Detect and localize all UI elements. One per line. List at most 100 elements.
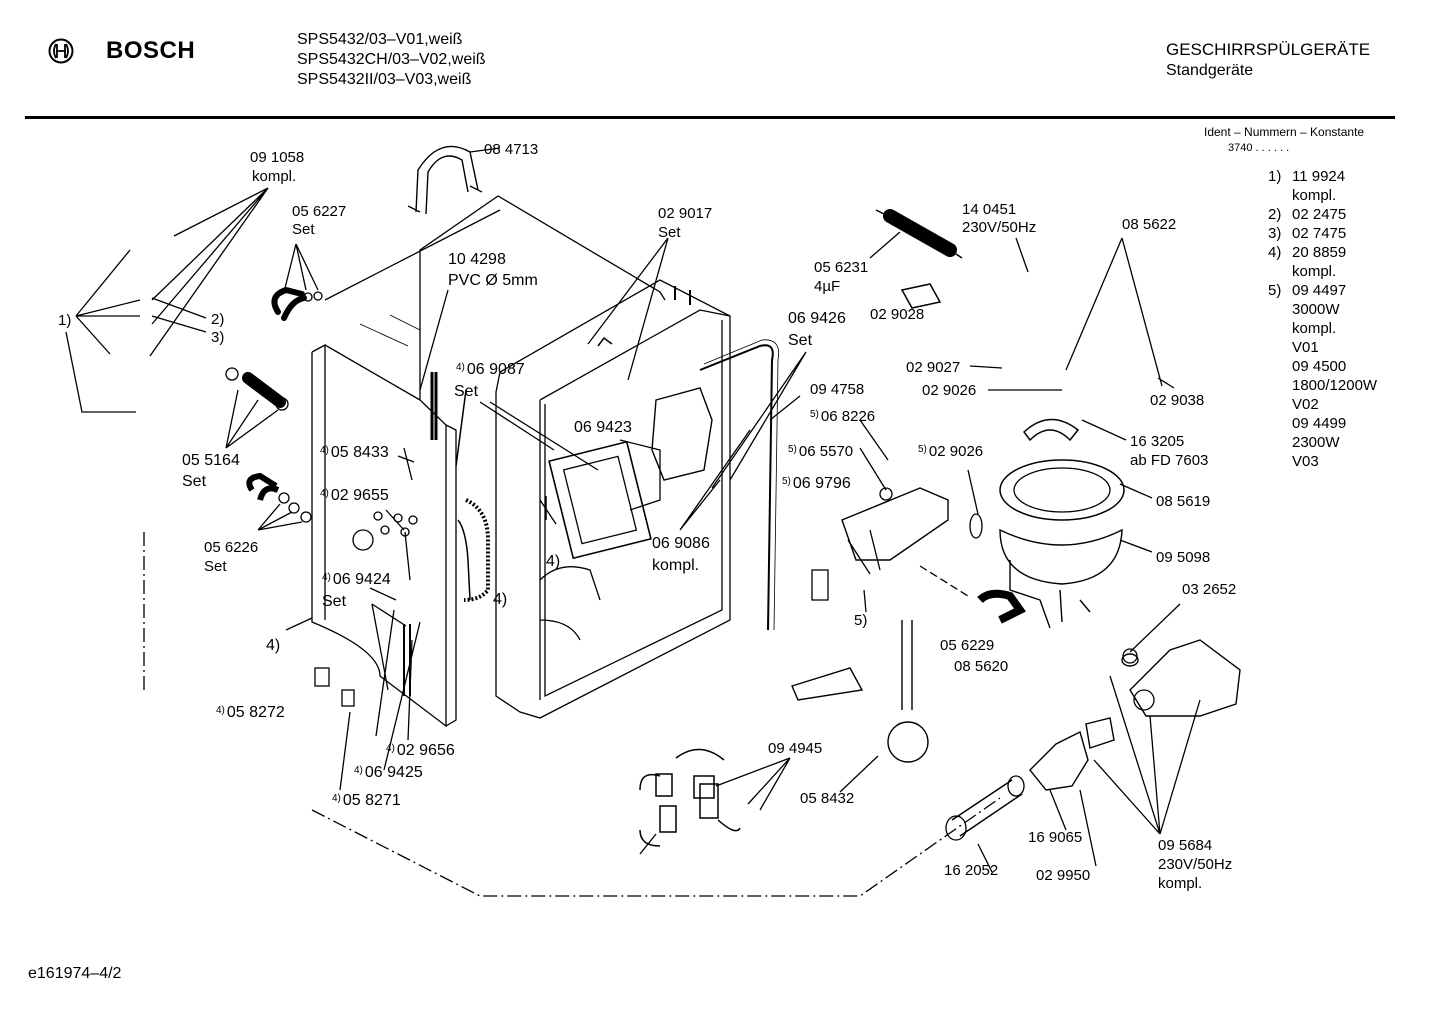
hose-056227-icon [271, 286, 307, 321]
subcategory: Standgeräte [1166, 62, 1254, 79]
legend-row: 4)20 8859 [1268, 243, 1377, 262]
callout-085619: 08 5619 [1156, 492, 1210, 511]
callout-069424-text: 06 9424 [332, 571, 391, 588]
callout-056229-text: 05 6229 [940, 637, 995, 654]
adapter-169065-icon [1029, 730, 1089, 791]
legend-value: 09 4499 [1292, 415, 1347, 432]
callout-056231-text: 05 6231 [814, 259, 869, 276]
callout-104298: 10 4298 [448, 250, 506, 269]
callout-029027: 02 9027 [906, 358, 960, 377]
callout-056226-text: 05 6226 [204, 539, 259, 556]
legend-value: 11 9924 [1292, 168, 1346, 185]
callout-ref4-b: 4) [493, 590, 507, 609]
callout-029656-text: 02 9656 [396, 742, 455, 759]
callout-029026-b-sup: 5) [918, 444, 927, 455]
dispenser-069423-icon [548, 440, 652, 560]
legend-key: 5) [1268, 282, 1282, 299]
callout-ref4-a: 4) [546, 552, 560, 571]
legend-row: 3)02 7475 [1268, 224, 1377, 243]
callout-069425: 4)06 9425 [354, 763, 423, 782]
callout-069087-text: 06 9087 [466, 361, 525, 378]
callout-094758-text: 09 4758 [810, 381, 865, 398]
callout-162052-text: 16 2052 [944, 862, 999, 879]
callout-069426-set-text: Set [788, 332, 813, 349]
callout-069423-text: 06 9423 [574, 419, 632, 436]
legend-key: 2) [1268, 206, 1282, 223]
pressure-switch-icon [887, 721, 929, 763]
callout-069087: 4)06 9087 [456, 360, 525, 379]
callout-091058-kompl-text: kompl. [252, 168, 297, 185]
callout-095684-kompl: kompl. [1158, 874, 1202, 893]
legend-value: kompl. [1292, 187, 1337, 204]
callout-058433-sup: 4) [320, 445, 329, 456]
callout-ref2-text: 2) [211, 311, 225, 328]
callout-069424: 4)06 9424 [322, 570, 391, 589]
gasket-029950-icon [1085, 717, 1115, 749]
document-id: e161974–4/2 [28, 965, 122, 982]
category: GESCHIRRSPÜLGERÄTE [1166, 40, 1371, 59]
callout-058432: 05 8432 [800, 789, 854, 808]
callout-058271-sup: 4) [332, 793, 341, 804]
callout-069424-set-text: Set [322, 593, 347, 610]
callout-069796-sup: 5) [782, 476, 791, 487]
callout-056227-set: Set [292, 220, 315, 239]
ident-value: 3740 . . . . . . [1228, 142, 1290, 154]
callout-055164-text: 05 5164 [182, 452, 240, 469]
callout-140451-text: 14 0451 [962, 201, 1017, 218]
legend-row: 1) 11 9924 [1268, 167, 1377, 186]
callout-029038: 02 9038 [1150, 391, 1204, 410]
legend-row: 09 4499 [1268, 414, 1377, 433]
legend-row: 2)02 2475 [1268, 205, 1377, 224]
legend-row: 5)09 4497 [1268, 281, 1377, 300]
hose-056226-icon [246, 472, 280, 501]
callout-056231-uf: 4µF [814, 277, 840, 296]
callout-095684-v-text: 230V/50Hz [1158, 856, 1233, 873]
legend-row: 3000W [1268, 300, 1377, 319]
callout-162052: 16 2052 [944, 861, 998, 880]
callout-032652-text: 03 2652 [1182, 581, 1237, 598]
model-line-1: SPS5432/03–V01,weiß [297, 31, 463, 48]
callout-085622: 08 5622 [1122, 215, 1176, 234]
callout-140451-v: 230V/50Hz [962, 218, 1036, 237]
callout-094945-text: 09 4945 [768, 740, 823, 757]
callout-091058-text: 09 1058 [250, 149, 305, 166]
callout-163205-fd: ab FD 7603 [1130, 451, 1208, 470]
legend-key: 1) [1268, 168, 1282, 185]
callout-069426-set: Set [788, 331, 812, 350]
callout-029656-sup: 4) [386, 743, 395, 754]
callout-029655-text: 02 9655 [330, 487, 389, 504]
callout-094945: 09 4945 [768, 739, 822, 758]
callout-029017-set: Set [658, 223, 681, 242]
callout-029028-text: 02 9028 [870, 306, 925, 323]
callout-065570-sup: 5) [788, 444, 797, 455]
callout-ref1-text: 1) [58, 312, 72, 329]
callout-084713: 08 4713 [484, 140, 538, 159]
callout-085620: 08 5620 [954, 657, 1008, 676]
callout-069087-set: Set [454, 382, 478, 401]
callout-032652: 03 2652 [1182, 580, 1236, 599]
callout-163205-text: 16 3205 [1130, 433, 1185, 450]
legend-row: 2300W [1268, 433, 1377, 452]
model-line-3: SPS5432II/03–V03,weiß [297, 71, 472, 88]
callout-ref5-text: 5) [854, 612, 868, 629]
callout-ref4-a-text: 4) [546, 553, 561, 570]
legend-row: kompl. [1268, 319, 1377, 338]
callout-029017-text: 02 9017 [658, 205, 713, 222]
callout-058433: 4)05 8433 [320, 443, 389, 462]
callout-094758: 09 4758 [810, 380, 864, 399]
callout-058271-text: 05 8271 [342, 792, 401, 809]
callout-069087-sup: 4) [456, 362, 465, 373]
callout-056227-set-text: Set [292, 221, 315, 238]
brand-name: BOSCH [106, 37, 196, 64]
callout-029038-text: 02 9038 [1150, 392, 1205, 409]
callout-095684: 09 5684 [1158, 836, 1212, 855]
callout-029950: 02 9950 [1036, 866, 1090, 885]
callout-029027-text: 02 9027 [906, 359, 961, 376]
callout-069424-sup: 4) [322, 572, 331, 583]
legend-value: 02 7475 [1292, 225, 1347, 242]
callout-ref3: 3) [211, 328, 224, 347]
callout-ref4-c: 4) [266, 636, 280, 655]
legend-value: 1800/1200W [1292, 377, 1378, 394]
hose-055164-icon [242, 372, 286, 408]
